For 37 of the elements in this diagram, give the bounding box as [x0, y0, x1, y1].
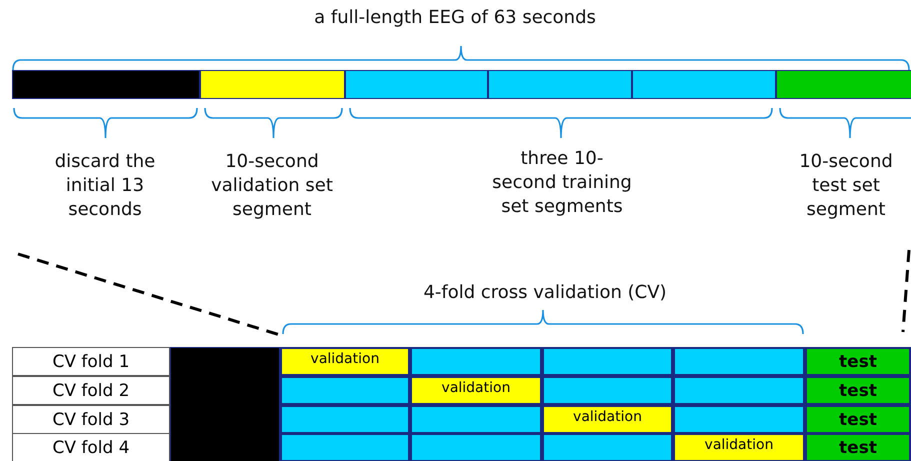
fold-label-cell: CV fold 4	[12, 433, 170, 461]
bracket-caption: 4-fold cross validation (CV)	[422, 281, 668, 305]
bracket-caption: a full-length EEG of 63 seconds	[313, 6, 597, 30]
training-cell	[673, 376, 805, 405]
training-cell	[410, 405, 542, 434]
test-cell: test	[805, 405, 911, 434]
training-cell	[410, 433, 542, 461]
training-cell	[542, 376, 673, 405]
eeg-segment-bar	[170, 347, 280, 461]
fold-label-cell: CV fold 3	[12, 405, 170, 434]
bracket-caption: 10-second test set segment	[798, 150, 894, 222]
eeg-segment-bar	[345, 70, 488, 99]
test-cell: test	[805, 347, 911, 376]
test-cell: test	[805, 376, 911, 405]
training-cell	[410, 347, 542, 376]
eeg-segment-bar	[776, 70, 911, 99]
training-cell	[280, 376, 410, 405]
bracket-caption: three 10-second training set segments	[492, 147, 632, 219]
training-cell	[673, 405, 805, 434]
bracket-caption: discard the initial 13 seconds	[54, 150, 156, 222]
training-cell	[542, 433, 673, 461]
bracket-caption: 10-second validation set segment	[210, 150, 334, 222]
training-cell	[280, 433, 410, 461]
training-cell	[280, 405, 410, 434]
eeg-segment-bar	[488, 70, 632, 99]
test-cell: test	[805, 433, 911, 461]
training-cell	[542, 347, 673, 376]
fold-label-cell: CV fold 1	[12, 347, 170, 376]
validation-cell: validation	[410, 376, 542, 405]
training-cell	[673, 347, 805, 376]
eeg-segment-bar	[632, 70, 776, 99]
validation-cell: validation	[542, 405, 673, 434]
fold-label-cell: CV fold 2	[12, 376, 170, 405]
eeg-segment-bar	[200, 70, 345, 99]
eeg-segment-bar	[12, 70, 200, 99]
validation-cell: validation	[280, 347, 410, 376]
validation-cell: validation	[673, 433, 805, 461]
